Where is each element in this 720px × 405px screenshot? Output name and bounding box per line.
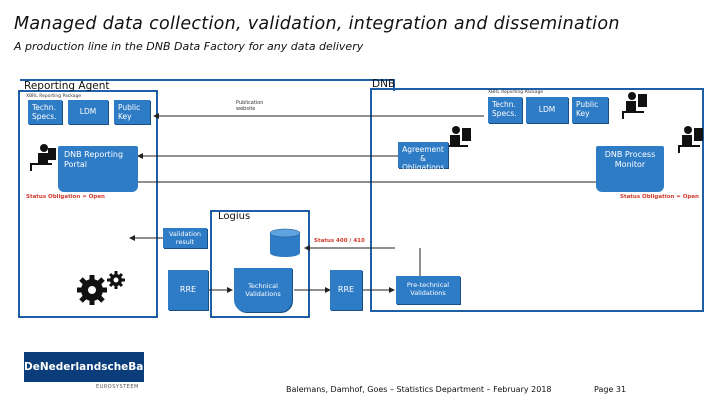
validation-result: Validation result [163, 228, 207, 248]
pretechnical-validations-label: Pre-technical Validations [406, 281, 450, 297]
dnb-techn-specs: Techn. Specs. [488, 97, 522, 123]
person-desk-icon-left [30, 144, 56, 171]
person-desk-icon-agreement [446, 126, 471, 153]
technical-validations-label: Technical Validations [245, 282, 281, 298]
eurosysteem-label: EUROSYSTEEM [96, 384, 139, 390]
dnb-ldm-label: LDM [538, 105, 556, 114]
reporting-agent-package-note: XBRL Reporting Package [26, 94, 82, 99]
slide-title: Managed data collection, validation, int… [14, 14, 620, 34]
technical-validations: Technical Validations [234, 268, 292, 312]
dnb-frame [370, 88, 704, 312]
dnb-label: DNB [372, 78, 396, 90]
ra-public-key: Public Key [114, 100, 150, 124]
person-desk-icon-right-top [622, 92, 647, 119]
ra-ldm: LDM [68, 100, 108, 124]
rre-right-label: RRE [337, 285, 355, 294]
page-number: Page 31 [594, 385, 627, 394]
rre-left-label: RRE [179, 285, 197, 294]
agreement-obligations: Agreement & Obligations [398, 142, 448, 172]
reporting-agent-frame [18, 90, 158, 318]
dnb-logo: DeNederlandscheBank [24, 352, 158, 382]
slide-subtitle: A production line in the DNB Data Factor… [14, 40, 364, 53]
logius-label: Logius [218, 211, 251, 222]
dnb-process-monitor[interactable]: DNB Process Monitor [596, 146, 664, 192]
ra-ldm-label: LDM [79, 107, 97, 116]
reporting-agent-label: Reporting Agent [24, 80, 110, 92]
dnb-reporting-portal[interactable]: DNB Reporting Portal [58, 146, 138, 192]
publication-label: Publication website [236, 100, 264, 112]
rre-right: RRE [330, 270, 362, 310]
ra-techn-specs: Techn. Specs. [28, 100, 62, 124]
database-icon [269, 228, 301, 257]
dnb-package-note: XBRL Reporting Package [488, 90, 544, 95]
gears-icon [77, 271, 125, 305]
dnb-public-key: Public Key [572, 97, 608, 123]
rre-left: RRE [168, 270, 208, 310]
status-obligation-right: Status Obligation = Open [620, 194, 699, 200]
dnb-ldm: LDM [526, 97, 568, 123]
footer-credit: Balemans, Damhof, Goes – Statistics Depa… [286, 385, 552, 394]
logius-frame [210, 210, 310, 318]
status-codes: Status 400 / 410 [314, 238, 365, 244]
reporting-agent-banner [20, 79, 395, 91]
pretechnical-validations: Pre-technical Validations [396, 276, 460, 304]
person-desk-icon-right-bottom [678, 126, 703, 153]
status-obligation-left: Status Obligation = Open [26, 194, 105, 200]
